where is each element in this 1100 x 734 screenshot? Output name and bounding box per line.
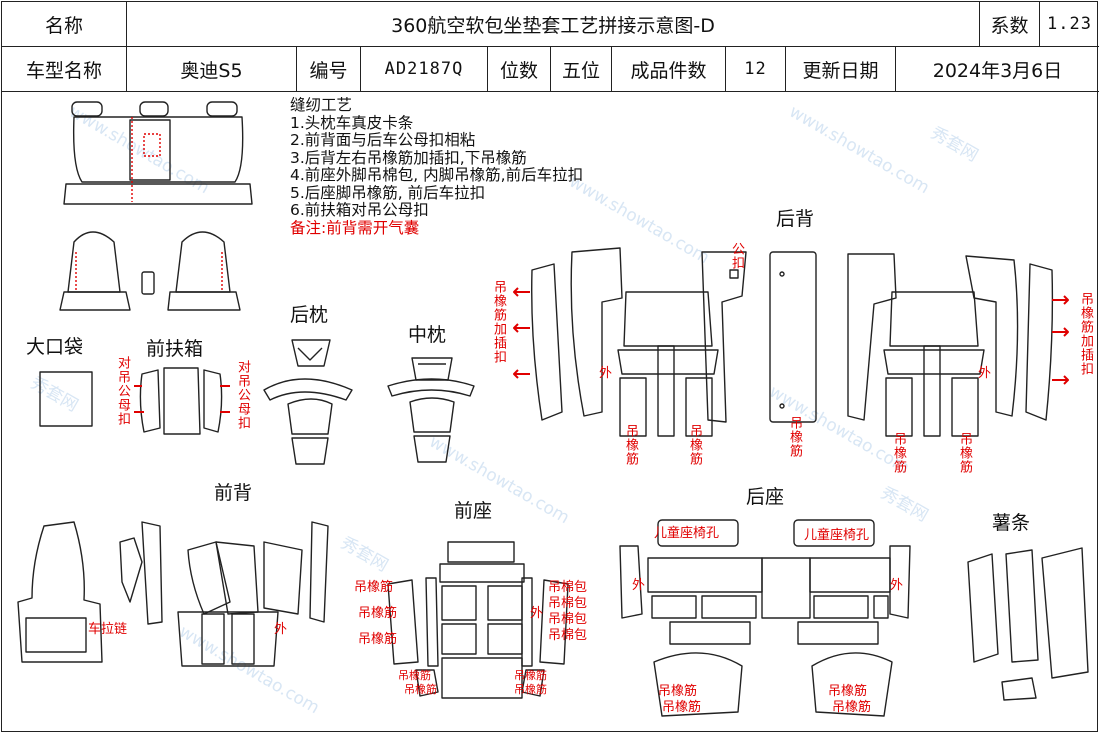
notes-remark: 备注:前背需开气囊 [290,218,420,237]
annotation-pair-snap: 对吊公母扣 [115,356,130,426]
annotation-elastic-insert: 吊橡筋加插扣 [491,280,506,364]
annotation-male-snap: 公扣 [729,242,744,270]
pieces-value: 12 [726,47,786,92]
annotation-pair-snap: 对吊公母扣 [235,360,250,430]
update-value: 2024年3月6日 [896,47,1099,92]
header-table: 名称 360航空软包坐垫套工艺拼接示意图-D 系数 1.23 车型名称 奥迪S5… [2,2,1099,92]
annotation-elastic: 吊橡筋 [354,580,394,595]
annotation-outer: 外 [890,578,904,593]
section-strip: 薯条 [992,512,1031,534]
annotation-child-hole: 儿童座椅孔 [804,528,870,543]
rear-seat-pieces [619,519,911,717]
annotation-elastic: 吊橡筋 [891,432,906,474]
note-item: 2.前背面与后车公母扣相粘 [290,131,476,149]
annotation-elastic: 吊橡筋 [658,684,698,699]
section-front-seat: 前座 [454,500,493,522]
note-item: 4.前座外脚吊棉包, 内脚吊橡筋,前后车拉扣 [290,166,584,184]
front-seat-pieces [387,541,569,699]
front-armrest-pieces [139,367,223,435]
annotation-elastic: 吊橡筋 [828,684,868,699]
seat-overview-rear [63,101,253,205]
sewing-notes: 缝纫工艺 1.头枕车真皮卡条 2.前背面与后车公母扣相粘 3.后背左右吊橡筋加插… [290,96,584,237]
section-front-armrest: 前扶箱 [146,338,204,360]
annotation-cotton-pack: 吊棉包 [548,628,588,643]
note-item: 5.后座脚吊橡筋, 前后车拉扣 [290,183,486,202]
annotation-elastic: 吊橡筋 [662,700,702,715]
annotation-elastic: 吊橡筋 [957,432,972,474]
strip-pieces [967,547,1089,701]
note-item: 6.前扶箱对吊公母扣 [290,201,429,219]
section-big-pocket: 大口袋 [26,336,84,358]
annotation-cotton-pack: 吊棉包 [548,596,588,611]
model-label: 车型名称 [2,47,127,92]
annotation-outer: 外 [274,622,288,637]
annotation-elastic: 吊橡筋 [514,683,547,696]
annotation-outer: 外 [599,366,613,381]
pieces-label: 成品件数 [612,47,726,92]
rear-back-pieces [531,247,1054,437]
name-label: 名称 [2,2,127,47]
rear-back-arrows [134,287,1069,413]
big-pocket-piece [39,371,93,427]
seat-overview-front [59,231,241,311]
annotation-elastic: 吊橡筋 [404,683,437,696]
annotation-elastic: 吊橡筋 [358,632,398,647]
section-middle-headrest: 中枕 [408,324,447,346]
coef-label: 系数 [980,2,1040,47]
update-label: 更新日期 [786,47,896,92]
annotation-outer: 外 [978,366,992,381]
model-value: 奥迪S5 [127,47,297,92]
annotation-outer: 外 [632,578,646,593]
section-rear-back: 后背 [776,208,815,230]
code-value: AD2187Q [361,47,488,92]
annotation-elastic: 吊橡筋 [358,606,398,621]
section-rear-seat: 后座 [746,486,785,508]
annotation-elastic: 吊橡筋 [514,669,547,682]
front-back-pieces [17,521,329,667]
annotation-elastic: 吊橡筋 [687,424,702,466]
annotation-cotton-pack: 吊棉包 [548,580,588,595]
notes-heading: 缝纫工艺 [290,96,353,114]
rear-headrest-pieces [263,339,353,465]
annotation-cotton-pack: 吊棉包 [548,612,588,627]
annotation-child-hole: 儿童座椅孔 [654,526,720,541]
note-item: 1.头枕车真皮卡条 [290,113,414,132]
document-title: 360航空软包坐垫套工艺拼接示意图-D [127,2,980,47]
annotation-elastic: 吊橡筋 [787,416,802,458]
section-rear-headrest: 后枕 [290,304,329,326]
note-item: 3.后背左右吊橡筋加插扣,下吊橡筋 [290,148,527,167]
annotation-elastic: 吊橡筋 [623,424,638,466]
annotation-elastic-insert: 吊橡筋加插扣 [1078,292,1093,376]
annotation-outer: 外 [530,606,544,621]
seats-label: 位数 [488,47,551,92]
coef-value: 1.23 [1040,2,1099,47]
seats-value: 五位 [551,47,612,92]
annotation-zipper: 车拉链 [88,622,128,637]
code-label: 编号 [297,47,361,92]
section-front-back: 前背 [214,482,253,504]
annotation-elastic: 吊橡筋 [398,669,431,682]
annotation-elastic: 吊橡筋 [832,700,872,715]
middle-headrest-pieces [387,357,475,463]
